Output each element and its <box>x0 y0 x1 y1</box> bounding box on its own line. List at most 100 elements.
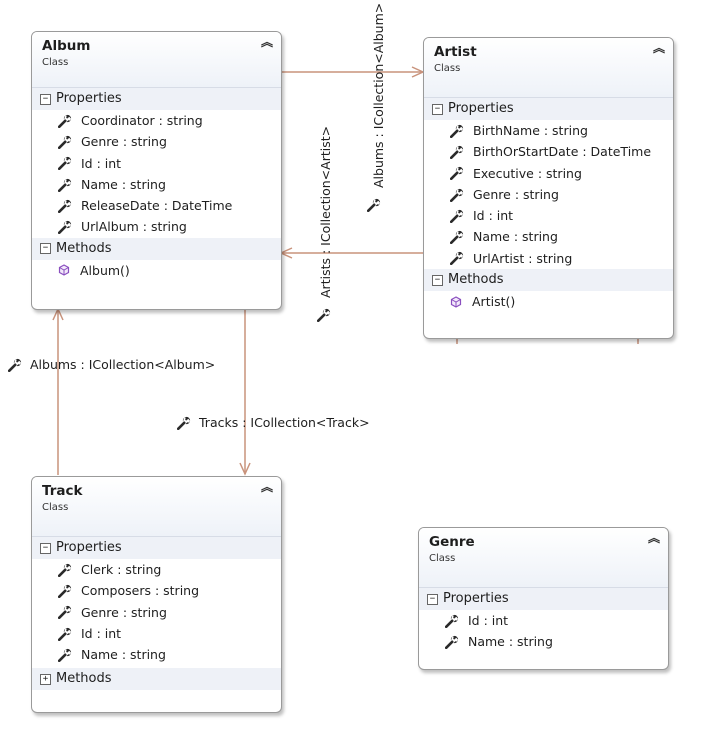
property-row[interactable]: Id : int <box>424 205 673 226</box>
methods-section-header[interactable]: − Methods <box>32 237 281 260</box>
property-label: Name : string <box>468 634 553 650</box>
wrench-icon <box>450 230 464 244</box>
album-class-header[interactable]: Album Class ︽ <box>32 32 281 88</box>
wrench-icon <box>450 251 464 265</box>
method-label: Artist() <box>472 294 516 310</box>
wrench-icon <box>58 584 72 598</box>
property-row[interactable]: Genre : string <box>32 602 281 623</box>
property-label: Name : string <box>473 229 558 245</box>
property-row[interactable]: Executive : string <box>424 163 673 184</box>
class-stereotype: Class <box>42 57 69 68</box>
minus-box-icon[interactable]: − <box>427 593 438 605</box>
wrench-icon <box>58 199 72 213</box>
wrench-icon <box>367 198 381 212</box>
property-row[interactable]: Composers : string <box>32 580 281 601</box>
plus-box-icon[interactable]: + <box>40 673 51 685</box>
methods-section-header[interactable]: − Methods <box>424 269 673 292</box>
wrench-icon <box>58 605 72 619</box>
property-label: BirthOrStartDate : DateTime <box>473 144 652 160</box>
section-label: Methods <box>448 272 504 288</box>
minus-box-icon[interactable]: − <box>432 274 443 286</box>
property-label: Genre : string <box>81 134 167 150</box>
property-row[interactable]: Name : string <box>419 631 668 652</box>
association-text: Tracks : ICollection<Track> <box>199 415 370 430</box>
class-name: Track <box>42 483 83 499</box>
class-stereotype: Class <box>429 553 456 564</box>
wrench-icon <box>445 614 459 628</box>
double-chevron-up-icon[interactable]: ︽ <box>260 35 273 49</box>
section-label: Properties <box>56 91 122 106</box>
class-name: Album <box>42 38 91 54</box>
property-row[interactable]: UrlArtist : string <box>424 248 673 269</box>
track-class-header[interactable]: Track Class ︽ <box>32 477 281 537</box>
property-row[interactable]: Genre : string <box>32 131 281 152</box>
wrench-icon <box>58 563 72 577</box>
method-cube-icon <box>450 296 462 308</box>
association-label-albums-on-artist[interactable]: Albums : ICollection<Album> <box>371 2 386 188</box>
property-label: Genre : string <box>81 604 167 620</box>
minus-box-icon[interactable]: − <box>40 93 51 105</box>
artist-class[interactable]: Artist Class ︽ − Properties BirthName : … <box>423 37 674 339</box>
property-row[interactable]: Coordinator : string <box>32 110 281 131</box>
track-class[interactable]: Track Class ︽ − Properties Clerk : strin… <box>31 476 282 713</box>
property-row[interactable]: Clerk : string <box>32 559 281 580</box>
property-row[interactable]: Name : string <box>32 174 281 195</box>
properties-section-header[interactable]: − Properties <box>32 537 281 559</box>
wrench-icon <box>177 416 191 430</box>
property-label: Id : int <box>468 613 509 628</box>
genre-class-header[interactable]: Genre Class ︽ <box>419 528 668 588</box>
association-label-albums-on-track[interactable]: Albums : ICollection<Album> <box>8 357 215 372</box>
association-text: Albums : ICollection<Album> <box>30 357 216 372</box>
double-chevron-up-icon[interactable]: ︽ <box>647 531 660 545</box>
property-label: Id : int <box>81 625 122 641</box>
double-chevron-up-icon[interactable]: ︽ <box>652 41 665 55</box>
method-row[interactable]: Album() <box>32 260 281 281</box>
property-row[interactable]: Genre : string <box>424 184 673 205</box>
wrench-icon <box>450 188 464 202</box>
property-row[interactable]: ReleaseDate : DateTime <box>32 195 281 216</box>
minus-box-icon[interactable]: − <box>40 243 51 255</box>
methods-section-header[interactable]: + Methods <box>32 668 281 691</box>
property-label: UrlArtist : string <box>473 250 573 266</box>
double-chevron-up-icon[interactable]: ︽ <box>260 480 273 494</box>
association-label-tracks-on-album[interactable]: Tracks : ICollection<Track> <box>177 415 370 430</box>
property-row[interactable]: UrlAlbum : string <box>32 216 281 237</box>
class-stereotype: Class <box>434 63 461 74</box>
property-row[interactable]: Name : string <box>424 226 673 247</box>
wrench-icon <box>58 156 72 170</box>
section-label: Methods <box>56 240 112 256</box>
method-label: Album() <box>80 262 130 278</box>
properties-section-header[interactable]: − Properties <box>419 588 668 610</box>
property-label: BirthName : string <box>473 123 588 138</box>
class-stereotype: Class <box>42 502 69 513</box>
wrench-icon <box>58 220 72 234</box>
wrench-icon <box>58 627 72 641</box>
wrench-icon <box>445 635 459 649</box>
property-row[interactable]: Id : int <box>419 610 668 631</box>
properties-section-header[interactable]: − Properties <box>424 98 673 120</box>
class-name: Genre <box>429 534 475 550</box>
artist-class-header[interactable]: Artist Class ︽ <box>424 38 673 98</box>
class-name: Artist <box>434 44 477 60</box>
wrench-icon <box>58 114 72 128</box>
property-label: Name : string <box>81 647 166 663</box>
property-row[interactable]: Id : int <box>32 153 281 174</box>
wrench-icon <box>317 308 331 322</box>
property-row[interactable]: BirthOrStartDate : DateTime <box>424 141 673 162</box>
minus-box-icon[interactable]: − <box>432 103 443 115</box>
method-row[interactable]: Artist() <box>424 291 673 312</box>
section-label: Properties <box>448 101 514 116</box>
property-row[interactable]: Name : string <box>32 644 281 665</box>
genre-class[interactable]: Genre Class ︽ − Properties Id : int Name… <box>418 527 669 670</box>
wrench-icon <box>450 166 464 180</box>
property-label: Executive : string <box>473 165 582 181</box>
section-label: Properties <box>443 591 509 606</box>
property-label: Clerk : string <box>81 562 162 577</box>
album-class[interactable]: Album Class ︽ − Properties Coordinator :… <box>31 31 282 310</box>
property-row[interactable]: Id : int <box>32 623 281 644</box>
properties-section-header[interactable]: − Properties <box>32 88 281 110</box>
property-row[interactable]: BirthName : string <box>424 120 673 141</box>
property-label: UrlAlbum : string <box>81 219 187 235</box>
association-label-artists-on-album[interactable]: Artists : ICollection<Artist> <box>318 125 333 298</box>
minus-box-icon[interactable]: − <box>40 542 51 554</box>
